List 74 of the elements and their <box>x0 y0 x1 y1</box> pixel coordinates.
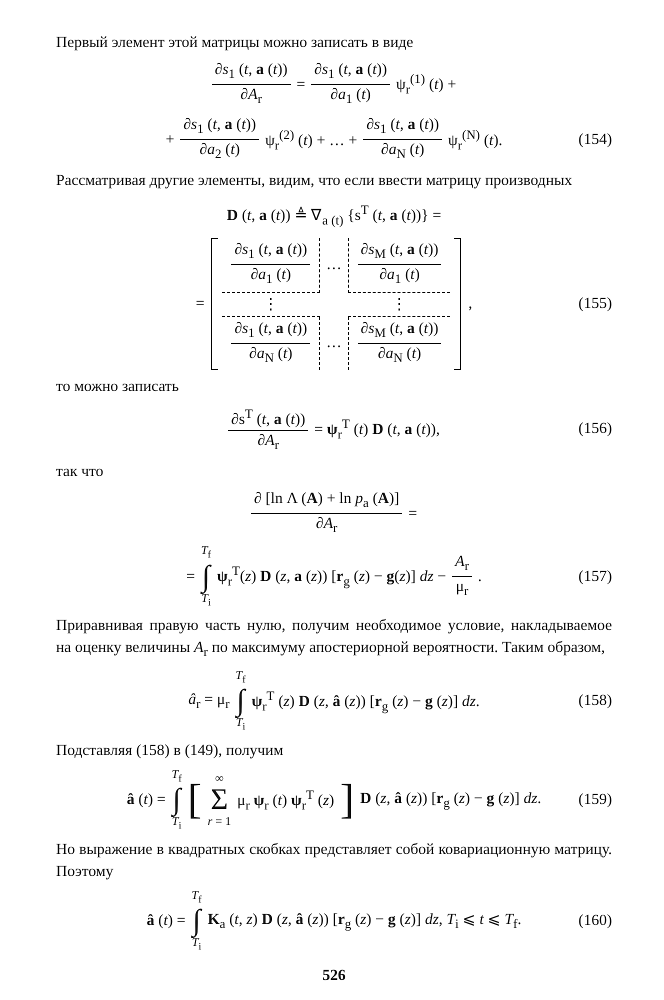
fraction-numerator: ∂s$_{1}$ (t, a (t)) <box>311 60 390 86</box>
fraction-numerator: ∂s$_{M}$ (t, a (t)) <box>358 318 442 344</box>
integral-limit: T$_{f}$ <box>172 768 182 786</box>
vertical-ellipsis: ⋮ <box>263 296 280 313</box>
ellipsis: … <box>326 256 342 274</box>
formula-text: ψ$_{r}$$^{(N)}$ (t). <box>448 126 502 153</box>
formula-text: . <box>478 568 482 586</box>
fraction-denominator: ∂a$_{N}$ (t) <box>380 140 426 164</box>
integral-limit: T$_{f}$ <box>200 544 212 562</box>
formula-text: ψ$_{r}$$^{T}$(z) D (z, a (z)) [r$_{g}$ (z) − g(z)] dz − <box>217 563 446 590</box>
formula-text: = <box>186 568 195 586</box>
equation-number: (157) <box>578 568 612 586</box>
fraction-denominator: ∂a$_{2}$ (t) <box>198 140 241 164</box>
sum-limit: r = 1 <box>208 815 232 828</box>
square-bracket: [ <box>188 779 202 822</box>
formula-text: K$_{a}$ (t, z) D (z, â (z)) [r$_{g}$ (z) − g (z)] dz, T$_{i}$ ⩽ t ⩽ T$_{f}$. <box>208 910 522 932</box>
fraction-numerator: ∂s$_{1}$ (t, a (t)) <box>180 115 260 140</box>
paragraph-text: Но выражение в квадратных скобках представляет собой ковариационную матрицу. Поэтому <box>56 840 612 882</box>
formula-text: + <box>166 130 174 149</box>
formula-text: = <box>408 504 418 523</box>
paragraph-text: то можно записать <box>56 376 180 397</box>
formula-text: = ψ$_{r}$$^{T}$ (t) D (t, a (t)), <box>314 416 440 442</box>
paragraph-text: так что <box>56 462 104 482</box>
fraction-numerator: ∂s$_{1}$ (t, a (t)) <box>212 60 291 86</box>
sum-limit: ∞ <box>215 772 224 786</box>
fraction-denominator: ∂a$_{N}$ (t) <box>376 344 422 367</box>
ellipsis: … <box>326 334 342 351</box>
fraction-denominator: ∂a$_{1}$ (t) <box>329 85 372 108</box>
fraction-denominator: ∂a$_{1}$ (t) <box>378 265 421 289</box>
fraction-denominator: ∂A$_{r}$ <box>256 430 280 454</box>
page-number: 526 <box>322 967 346 986</box>
formula-text: ψ$_{r}$$^{(1)}$ (t) + <box>396 71 456 98</box>
paragraph-text: Приравнивая правую часть нулю, получим необходимое условие, накладываемое на оценку величины A$_{r}$ по максимуму апостериорной вероятности. Таким образом, <box>56 616 612 662</box>
integral-limit: T$_{f}$ <box>192 888 202 906</box>
equation-number: (155) <box>578 295 612 314</box>
formula-text: ψ$_{r}$$^{(2)}$ (t) + … + <box>265 126 358 153</box>
fraction-numerator: ∂s$_{1}$ (t, a (t)) <box>231 318 310 344</box>
formula-text: â (t) = <box>126 791 166 810</box>
formula-text: D (z, â (z)) [r$_{g}$ (z) − g (z)] dz. <box>360 790 542 811</box>
formula-text: ψ$_{r}$$^{T}$ (z) D (z, â (z)) [r$_{g}$ (z) − g (z)] dz. <box>252 688 480 715</box>
fraction-numerator: ∂s$^{T}$ (t, a (t)) <box>228 404 308 431</box>
equation-number: (154) <box>578 130 612 149</box>
formula-text: = <box>296 76 306 94</box>
fraction-numerator: ∂ [ln Λ (A) + ln p$_{a}$ (A)] <box>250 489 402 514</box>
integral-sign: ∫ <box>236 686 245 716</box>
fraction-numerator: ∂s$_{M}$ (t, a (t)) <box>358 240 442 266</box>
fraction-denominator: ∂A$_{r}$ <box>239 85 263 108</box>
square-bracket: ] <box>340 779 354 822</box>
formula-text: â (t) = <box>146 912 186 930</box>
fraction-denominator: μ$_{r}$ <box>454 577 470 600</box>
formula-text: , <box>468 295 472 314</box>
fraction-denominator: ∂a$_{1}$ (t) <box>250 265 292 289</box>
sum-sign: Σ <box>210 785 228 816</box>
formula-text: μ$_{r}$ ψ$_{r}$ (t) ψ$_{r}$$^{T}$ (z) <box>237 787 334 814</box>
integral-limit: T$_{f}$ <box>236 669 246 686</box>
formula-text: D (t, a (t)) ≜ ∇$_{a (t)}$ {s$^{T}$ (t, a (t))} = <box>226 202 442 228</box>
formula-text: = <box>196 295 204 314</box>
integral-sign: ∫ <box>202 562 210 592</box>
integral-sign: ∫ <box>172 785 181 816</box>
equation-number: (159) <box>578 791 612 810</box>
integral-sign: ∫ <box>192 906 201 936</box>
equation-number: (160) <box>578 912 612 930</box>
vertical-ellipsis: ⋮ <box>391 296 408 313</box>
paragraph-text: Подставляя (158) в (149), получим <box>56 740 284 761</box>
equation-number: (158) <box>578 692 612 710</box>
equation-number: (156) <box>578 420 612 438</box>
fraction-denominator: ∂A$_{r}$ <box>314 514 338 538</box>
fraction-numerator: ∂s$_{1}$ (t, a (t)) <box>231 240 310 266</box>
paragraph-text: Первый элемент этой матрицы можно записать в виде <box>56 33 414 53</box>
fraction-denominator: ∂a$_{N}$ (t) <box>248 344 294 367</box>
fraction-numerator: A$_{r}$ <box>452 552 472 578</box>
formula-text: â$_{r}$ = μ$_{r}$ <box>188 690 230 712</box>
fraction-numerator: ∂s$_{1}$ (t, a (t)) <box>363 115 442 140</box>
paragraph-text: Рассматривая другие элементы, видим, что если ввести матрицу производных <box>56 171 574 192</box>
